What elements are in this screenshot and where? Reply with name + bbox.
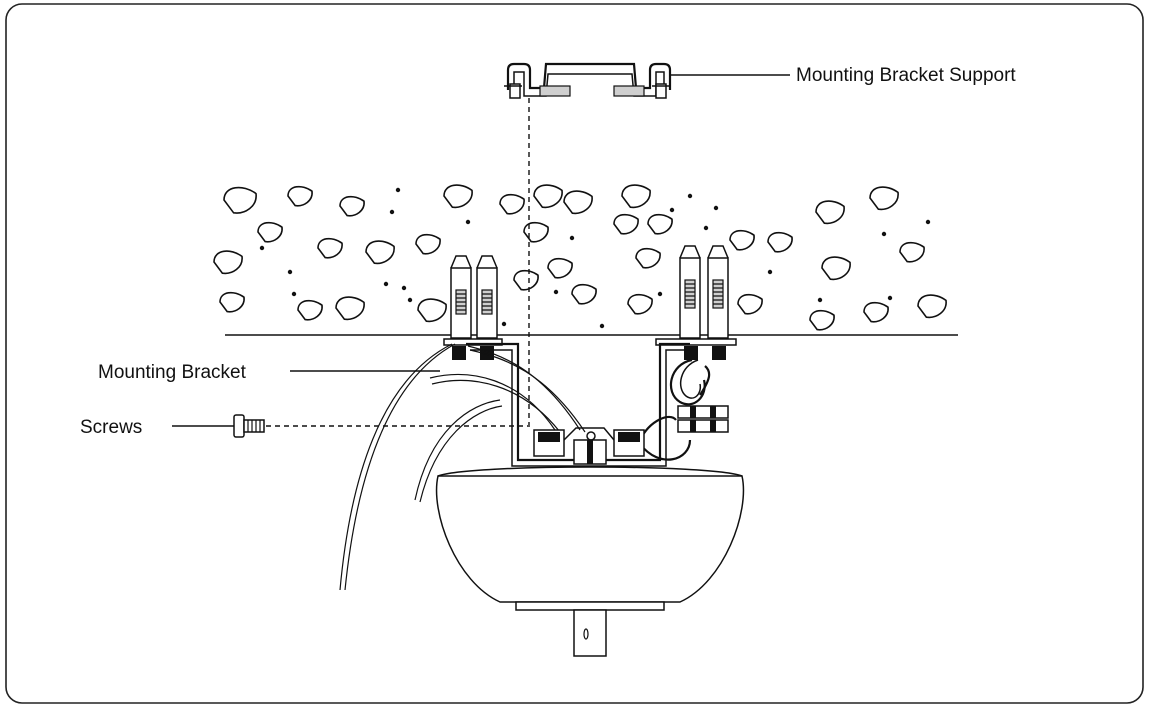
fan-canopy <box>435 427 745 657</box>
mounting-bracket-support <box>504 62 672 99</box>
wire-connectors <box>677 405 729 433</box>
left-anchor-bolts <box>443 255 503 360</box>
mounting-bracket-label: Mounting Bracket <box>98 362 247 383</box>
electrical-wires <box>339 343 711 591</box>
screws-label: Screws <box>80 417 142 438</box>
screw-icon <box>233 414 265 438</box>
concrete-ceiling <box>213 184 958 336</box>
mounting-bracket-support-label: Mounting Bracket Support <box>796 65 1016 86</box>
right-anchor-bolts <box>655 245 737 406</box>
diagram-frame <box>5 3 1144 704</box>
concrete-aggregate <box>213 184 947 331</box>
